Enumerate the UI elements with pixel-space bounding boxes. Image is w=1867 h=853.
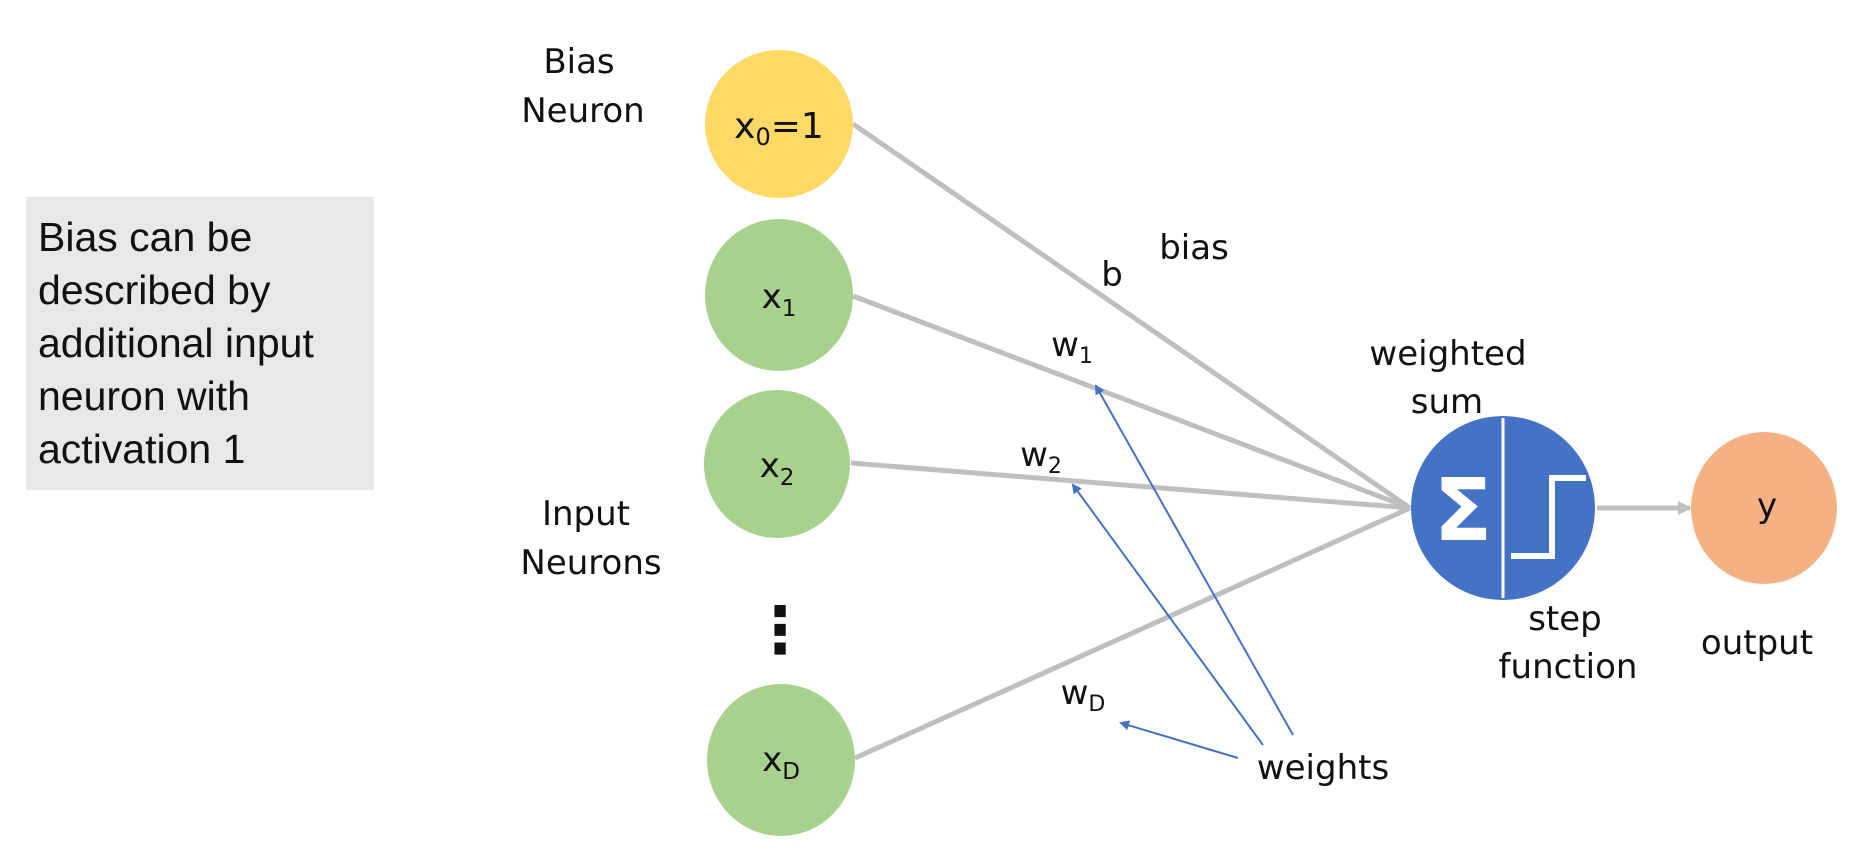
svg-text:x2: x2: [760, 446, 795, 491]
bias-neuron-label-line1: Bias: [543, 42, 614, 82]
edges: [850, 121, 1692, 761]
bias-label: bias: [1159, 228, 1229, 268]
edge-bias: [851, 121, 1412, 511]
output-label: output: [1701, 623, 1813, 663]
step-function-icon: [1511, 475, 1586, 559]
bias-node-label: x: [734, 106, 755, 147]
note-line: activation 1: [38, 426, 246, 472]
weight-label-w2: w2: [1020, 435, 1062, 479]
weight-label-base: w: [1020, 435, 1048, 475]
input-node-xD: xD: [707, 684, 855, 836]
step-function-label-line2: function: [1499, 647, 1638, 687]
weight-label-subscript: 1: [1079, 344, 1093, 369]
output-node-label: y: [1757, 486, 1777, 526]
weight-label-base: w: [1061, 673, 1089, 713]
sigma-icon: Σ: [1434, 461, 1493, 561]
input-node-label: x: [762, 277, 782, 317]
input-node-subscript: 1: [782, 296, 797, 322]
perceptron-node: Σ: [1411, 416, 1595, 600]
weight-pointers: [1071, 384, 1294, 759]
weight-label-wD: wD: [1061, 673, 1106, 717]
ellipsis-icon: ⋮: [748, 594, 812, 668]
weight-label-subscript: D: [1088, 692, 1105, 717]
svg-text:x0=1: x0=1: [734, 106, 824, 151]
bias-node-subscript: 0: [755, 123, 770, 151]
weights-label: weights: [1257, 748, 1389, 788]
input-node-subscript: D: [782, 759, 800, 785]
weighted-sum-label-line2: sum: [1411, 382, 1483, 422]
input-node-subscript: 2: [780, 465, 795, 491]
note-line: described by: [38, 267, 271, 313]
weight-label-w1: w1: [1051, 325, 1093, 369]
svg-text:x1: x1: [762, 277, 797, 322]
step-function-label-line1: step: [1528, 599, 1602, 639]
svg-text:xD: xD: [762, 740, 800, 785]
edge-xD: [853, 505, 1412, 761]
input-neurons-label-line2: Neurons: [520, 543, 661, 583]
b-label: b: [1101, 255, 1123, 295]
bias-neuron-label-line2: Neuron: [521, 91, 644, 131]
note-line: additional input: [38, 320, 314, 366]
input-node-x2: x2: [704, 390, 850, 538]
weight-label-base: w: [1051, 325, 1079, 365]
weighted-sum-label-line1: weighted: [1369, 334, 1526, 374]
note-line: neuron with: [38, 373, 250, 419]
output-node: y: [1691, 432, 1837, 584]
input-node-label: x: [762, 740, 782, 780]
pointer-w1: [1095, 384, 1294, 736]
weight-label-subscript: 2: [1048, 454, 1062, 479]
bias-node: x0=1: [705, 50, 853, 198]
pointer-wD: [1119, 720, 1239, 759]
input-neurons-label-line1: Input: [542, 494, 630, 534]
input-node-label: x: [760, 446, 780, 486]
pointer-w2: [1071, 483, 1264, 746]
note-line: Bias can be: [38, 214, 253, 260]
edge-x1: [852, 293, 1411, 511]
edge-x2: [850, 460, 1411, 511]
bias-node-suffix: =1: [771, 106, 824, 147]
input-node-x1: x1: [705, 219, 853, 371]
note-box: Bias can be described by additional inpu…: [26, 197, 374, 490]
